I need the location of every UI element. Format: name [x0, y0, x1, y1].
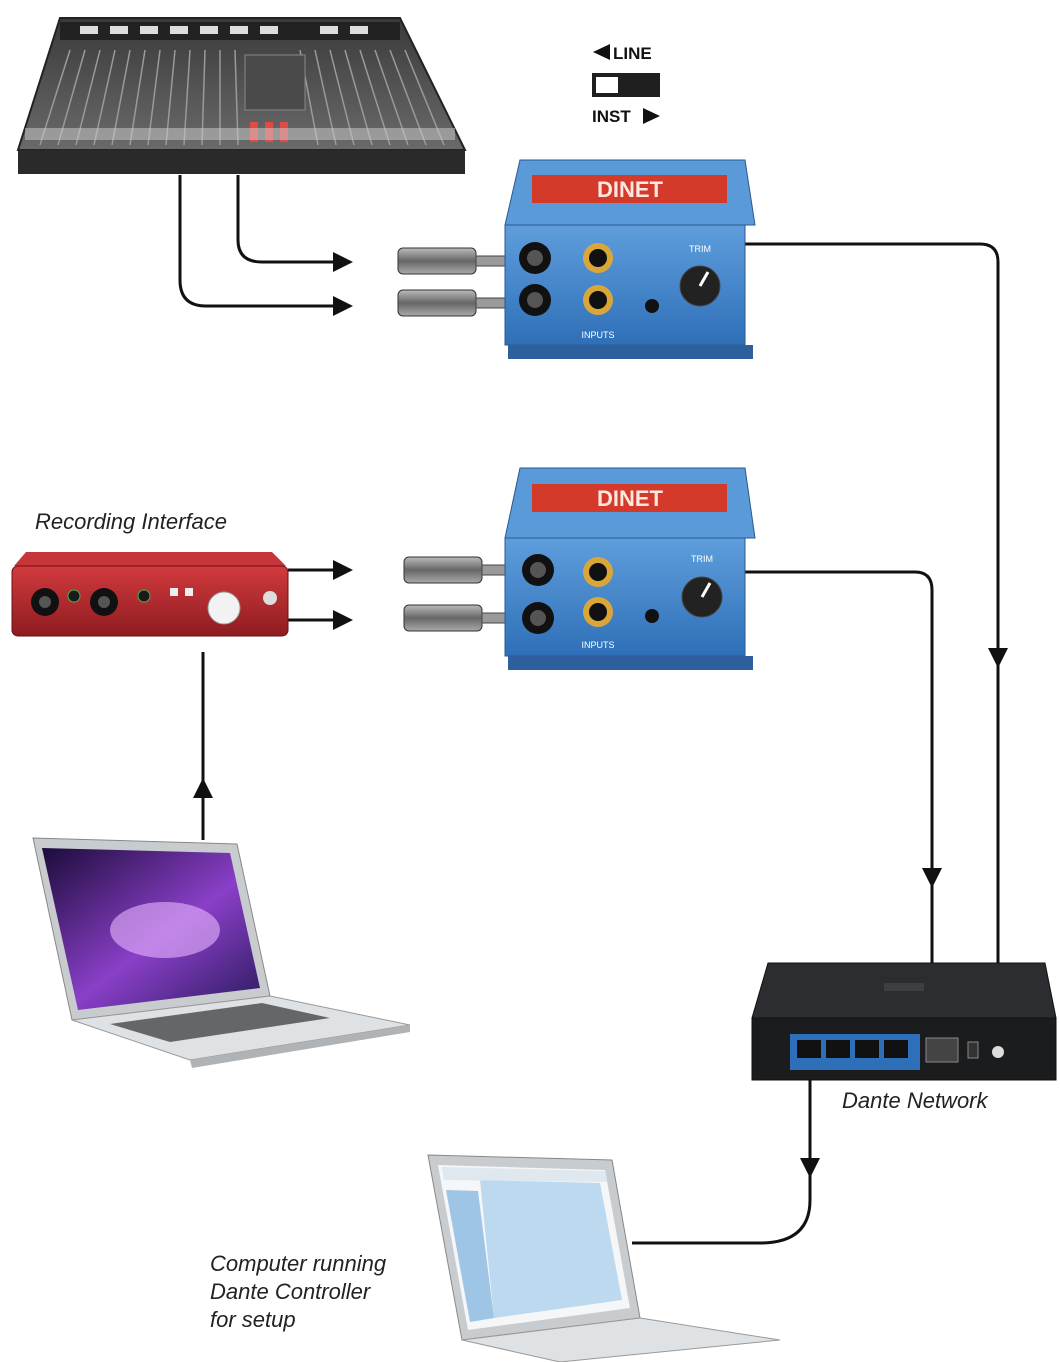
dibox-trim-label: TRIM	[691, 554, 713, 564]
plug-4	[403, 604, 523, 632]
arrow-left-icon	[593, 44, 610, 60]
arrow-icon	[333, 610, 353, 630]
jack-plugs	[397, 247, 523, 632]
mixer-cable-2	[178, 175, 345, 308]
recording-interface-icon	[11, 552, 289, 637]
network-switch-icon	[751, 962, 1057, 1081]
switch-label-line: LINE	[613, 44, 652, 63]
arrow-icon	[193, 778, 213, 798]
plug-1	[397, 247, 521, 275]
switch-label-inst: INST	[592, 107, 631, 126]
dibox1-to-switch	[745, 242, 1000, 965]
dibox-inputs-label: INPUTS	[581, 330, 614, 340]
laptop-icon	[32, 837, 411, 1068]
di-box-1: DINET TRIM INPUTS	[504, 159, 756, 359]
dibox2-to-switch	[745, 570, 934, 965]
arrow-icon	[800, 1158, 820, 1178]
arrow-icon	[333, 252, 353, 272]
dibox-brand: DINET	[597, 177, 664, 202]
controller-label-line1: Computer running	[210, 1251, 387, 1276]
plug-2	[397, 289, 521, 317]
controller-laptop-icon	[427, 1154, 781, 1362]
cables	[178, 175, 1000, 1245]
arrow-icon	[333, 296, 353, 316]
controller-label-line3: for setup	[210, 1307, 296, 1332]
arrow-icon	[333, 560, 353, 580]
di-box-2: DINET TRIM INPUTS	[504, 467, 756, 670]
arrows	[193, 252, 1008, 1178]
switch-toggle	[596, 77, 618, 93]
line-inst-switch: LINE INST	[592, 44, 660, 126]
dante-network-label: Dante Network	[842, 1088, 988, 1113]
dibox-trim-label: TRIM	[689, 244, 711, 254]
controller-label-line2: Dante Controller	[210, 1279, 371, 1304]
arrow-icon	[922, 868, 942, 888]
arrow-right-icon	[643, 108, 660, 124]
switch-to-controller	[632, 1080, 812, 1245]
recording-interface-label: Recording Interface	[35, 509, 227, 534]
dibox-inputs-label: INPUTS	[581, 640, 614, 650]
dibox-brand: DINET	[597, 486, 664, 511]
plug-3	[403, 556, 523, 584]
mixer-cable-1	[236, 175, 345, 264]
mixer-icon	[16, 17, 467, 174]
arrow-icon	[988, 648, 1008, 668]
